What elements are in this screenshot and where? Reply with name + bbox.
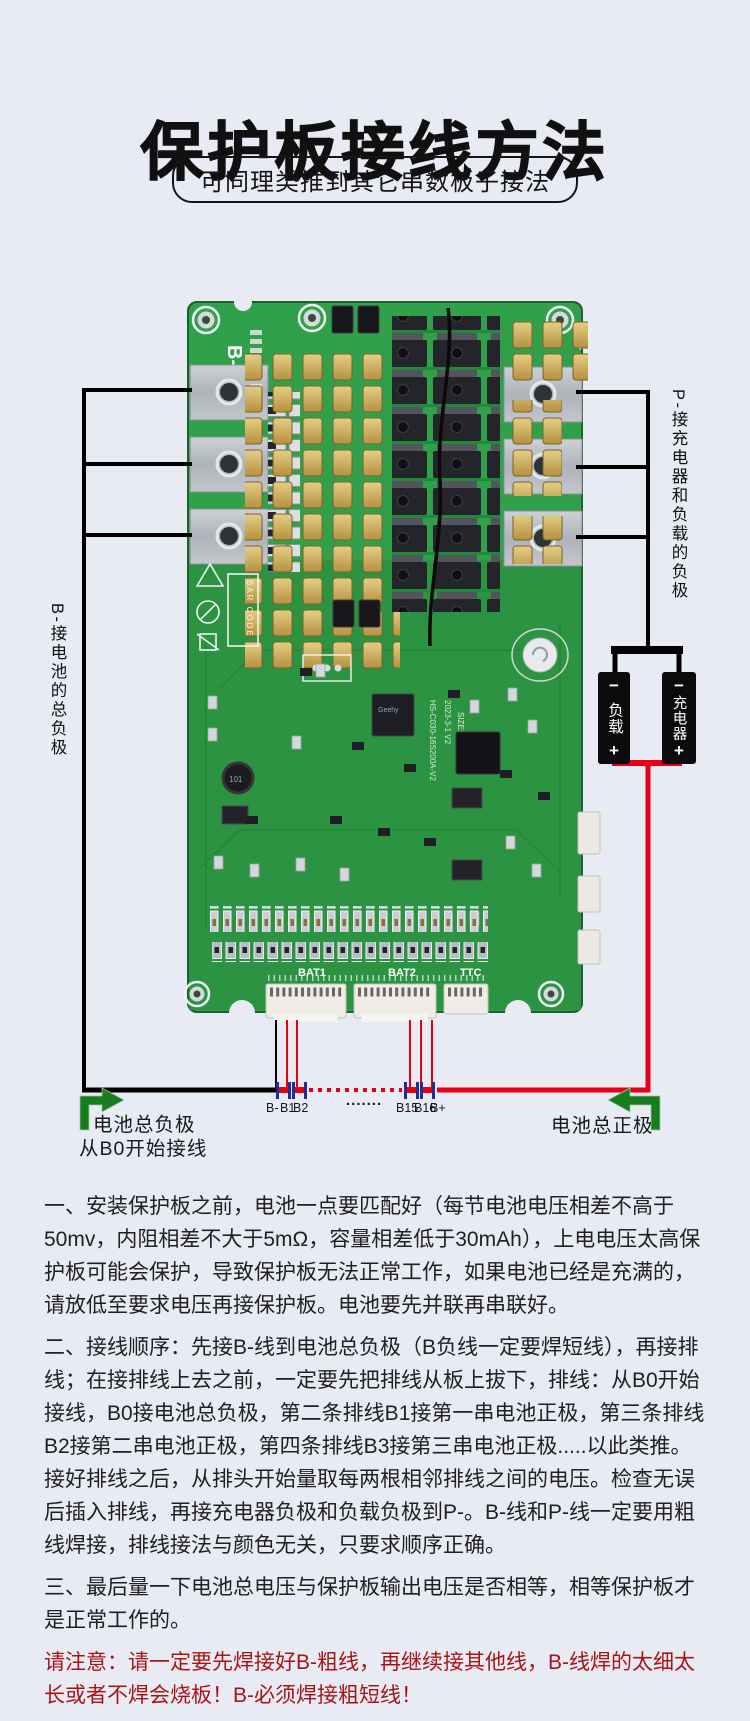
load-block: − 负载 + [598,672,630,764]
sense-resistor-row-1 [210,906,488,932]
jst-connectors [577,811,601,965]
silkscreen-symbols [195,562,225,651]
battery-negative-caption: 电池总负极 [93,1114,196,1136]
smd-capacitors [331,305,381,628]
barcode-box: BAR CODE [227,573,259,647]
svg-text:Geehy: Geehy [378,707,399,714]
instructions-section: 一、安装保护板之前，电池一点要匹配好（每节电池电压相差不高于50mv，内阻相差不… [44,1190,708,1721]
battery-negative-caption-2: 从B0开始接线 [79,1138,208,1160]
wire-label-b2: B2 [293,1101,309,1115]
load-positive-terminal: + [609,741,619,760]
mosfet-array [392,316,500,612]
svg-text:HS-C030-16S200A-V2: HS-C030-16S200A-V2 [428,700,437,781]
load-negative-terminal: − [609,676,619,695]
battery-cell-symbols [276,1082,435,1099]
board-label-b-minus: B- [223,345,245,366]
caption-p-minus: P-接充电器和负载的负极 [669,389,687,601]
black-test-wire [428,307,452,647]
svg-text:2023-3-1 V2: 2023-3-1 V2 [443,700,452,745]
instruction-step-2: 二、接线顺序：先接B-线到电池总负极（B负线一定要焊短线），再接排线；在接排线上… [44,1336,705,1557]
wire-label-b15: B15 [396,1101,419,1115]
svg-text:BAR CODE: BAR CODE [245,580,254,638]
ic-components: Geehy 101 [221,628,569,881]
capacitor-banks [245,318,588,672]
wire-label-b16: B16 [414,1101,437,1115]
caption-b-minus: B-接电池的总负极 [48,603,66,758]
passives-dark [246,668,550,846]
arrow-to-negative [79,1087,125,1131]
arrow-to-positive [607,1087,661,1131]
sense-resistor-row-2 [212,942,490,962]
mounting-holes [183,303,575,1008]
wire-label-b-plus: B+ [430,1101,446,1115]
load-name: 负载 [606,701,623,735]
wire-label-b1: B1 [280,1101,296,1115]
subtitle-badge: 可同理类推到其它串数板子接法 [172,156,578,203]
passives-light [207,663,542,926]
wire-label-b-minus: B- [266,1101,279,1115]
charger-block: − 充电器 + [662,672,696,764]
pcb-board: B- P- [183,293,601,1026]
inductor [221,761,255,795]
negative-wiring [82,388,683,1093]
battery-positive-caption: 电池总正极 [551,1115,654,1137]
charger-positive-terminal: + [674,741,684,760]
wire-label-ellipsis: ....... [346,1092,383,1109]
charger-name: 充电器 [670,694,687,742]
instruction-step-1: 一、安装保护板之前，电池一点要匹配好（每节电池电压相差不高于50mv，内阻相差不… [44,1195,701,1317]
balance-connectors [265,983,489,1022]
instruction-step-3: 三、最后量一下电池总电压与保护板输出电压是否相等，相等保护板才是正常工作的。 [44,1576,695,1632]
bat1-label: BAT1 [298,967,326,979]
warning-note: 请注意：请一定要先焊接好B-粗线，再继续接其他线，B-线焊的太细太长或者不焊会烧… [44,1651,695,1707]
charger-negative-terminal: − [674,676,684,695]
bat2-label: BAT2 [388,967,416,979]
buzzer [511,628,569,682]
svg-text:101: 101 [229,775,243,784]
wiring-diagram: B- P- [79,293,683,1131]
page-title: 保护板接线方法 [140,117,610,189]
ttc-label: TTC [460,967,481,979]
